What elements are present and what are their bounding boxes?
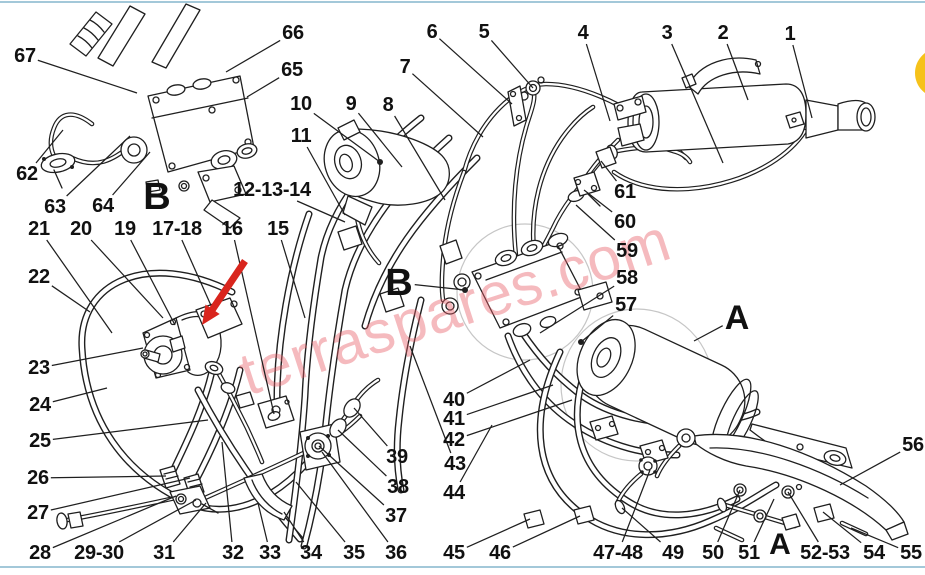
chat-badge-button[interactable] xyxy=(915,48,925,98)
part-callout-62: 62 xyxy=(16,163,38,185)
bottom-fittings xyxy=(56,395,361,530)
part-callout-24: 24 xyxy=(29,394,51,416)
part-callout-58: 58 xyxy=(616,267,638,289)
part-callout-22: 22 xyxy=(28,266,50,288)
part-callout-6: 6 xyxy=(426,21,438,43)
part-callout-49: 49 xyxy=(662,542,684,564)
part-callout-2: 2 xyxy=(717,22,729,44)
part-callout-5: 5 xyxy=(478,21,490,43)
part-callout-23: 23 xyxy=(28,357,50,379)
part-callout-38: 38 xyxy=(387,476,409,498)
highlight-arrow xyxy=(202,259,248,325)
part-callout-35: 35 xyxy=(343,542,365,564)
part-callout-1: 1 xyxy=(784,23,796,45)
part-callout-54: 54 xyxy=(863,542,885,564)
part-callout-10: 10 xyxy=(290,93,312,115)
site-watermark: terraspares.com xyxy=(231,205,679,409)
view-marker-B: B xyxy=(385,262,413,304)
part-callout-11: 11 xyxy=(290,125,312,147)
part-callout-39: 39 xyxy=(386,446,408,468)
part-callout-44: 44 xyxy=(443,482,465,504)
page-frame-bottom-line xyxy=(0,566,925,568)
part-callout-56: 56 xyxy=(902,434,924,456)
part-callout-42: 42 xyxy=(443,429,465,451)
part-callout-37: 37 xyxy=(385,505,407,527)
part-callout-21: 21 xyxy=(28,218,50,240)
part-callout-40: 40 xyxy=(443,389,465,411)
part-callout-32: 32 xyxy=(222,542,244,564)
part-callout-26: 26 xyxy=(27,467,49,489)
part-callout-8: 8 xyxy=(382,94,394,116)
part-callout-7: 7 xyxy=(399,56,411,78)
part-callout-46: 46 xyxy=(489,542,511,564)
part-callout-25: 25 xyxy=(29,430,51,452)
part-callout-63: 63 xyxy=(44,196,66,218)
part-callout-28: 28 xyxy=(29,542,51,564)
part-callout-41: 41 xyxy=(443,408,465,430)
silencer-canister xyxy=(576,318,853,469)
muffler-assembly xyxy=(567,57,876,203)
part-callout-27: 27 xyxy=(27,502,49,524)
part-callout-20: 20 xyxy=(70,218,92,240)
heat-guard xyxy=(523,428,909,541)
part-callout-3: 3 xyxy=(661,22,673,44)
catalyst-canister xyxy=(323,119,450,226)
part-callout-59: 59 xyxy=(616,240,638,262)
part-callout-50: 50 xyxy=(702,542,724,564)
part-callout-9: 9 xyxy=(345,93,357,115)
part-callout-65: 65 xyxy=(281,59,303,81)
part-callout-60: 60 xyxy=(614,211,636,233)
part-callout-61: 61 xyxy=(614,181,636,203)
part-callout-19: 19 xyxy=(114,218,136,240)
part-callout-29-30: 29-30 xyxy=(74,542,124,564)
part-callout-15: 15 xyxy=(267,218,289,240)
part-callout-67: 67 xyxy=(14,45,36,67)
part-callout-64: 64 xyxy=(92,195,114,217)
part-callout-55: 55 xyxy=(900,542,922,564)
part-callout-31: 31 xyxy=(153,542,175,564)
part-callout-36: 36 xyxy=(385,542,407,564)
part-callout-33: 33 xyxy=(259,542,281,564)
view-marker-B: B xyxy=(143,176,171,218)
part-callout-51: 51 xyxy=(738,542,760,564)
part-callout-66: 66 xyxy=(282,22,304,44)
part-callout-52-53: 52-53 xyxy=(800,542,850,564)
part-callout-45: 45 xyxy=(443,542,465,564)
part-callout-43: 43 xyxy=(444,453,466,475)
part-callout-12-13-14: 12-13-14 xyxy=(233,179,311,201)
part-callout-34: 34 xyxy=(300,542,322,564)
view-marker-A: A xyxy=(724,299,750,337)
part-callout-17-18: 17-18 xyxy=(152,218,202,240)
part-callout-4: 4 xyxy=(577,22,589,44)
part-callout-57: 57 xyxy=(615,294,637,316)
page-frame-top-line xyxy=(0,1,925,3)
part-callout-16: 16 xyxy=(221,218,243,240)
view-marker-A: A xyxy=(769,528,791,561)
detail-circle-a xyxy=(560,308,714,462)
part-callout-47-48: 47-48 xyxy=(593,542,643,564)
